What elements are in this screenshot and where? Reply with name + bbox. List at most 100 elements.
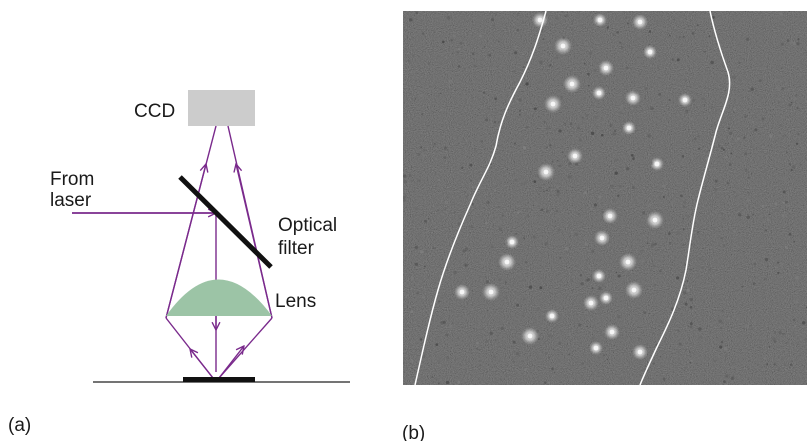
speckle bbox=[804, 337, 807, 341]
speckle bbox=[539, 60, 543, 65]
speckle bbox=[731, 13, 734, 16]
speckle bbox=[584, 259, 588, 263]
speckle bbox=[783, 362, 787, 366]
speckle bbox=[547, 381, 550, 384]
speckle bbox=[701, 97, 705, 101]
speckle bbox=[432, 85, 435, 88]
speckle bbox=[537, 115, 540, 118]
speckle bbox=[513, 160, 516, 163]
speckle bbox=[591, 249, 595, 254]
speckle bbox=[440, 321, 444, 325]
speckle bbox=[633, 73, 637, 77]
speckle bbox=[485, 339, 489, 343]
speckle bbox=[516, 14, 518, 16]
speckle bbox=[697, 18, 701, 23]
speckle bbox=[797, 133, 800, 136]
fluorescent-spot-core bbox=[593, 345, 599, 351]
speckle bbox=[561, 11, 564, 14]
speckle bbox=[531, 301, 534, 304]
speckle bbox=[729, 131, 733, 135]
speckle bbox=[798, 67, 802, 70]
fluorescent-spot-core bbox=[597, 17, 603, 23]
speckle bbox=[772, 89, 776, 93]
speckle bbox=[598, 195, 602, 199]
speckle bbox=[520, 268, 523, 271]
speckle bbox=[486, 201, 490, 204]
speckle bbox=[414, 245, 418, 250]
speckle bbox=[462, 137, 464, 139]
speckle bbox=[773, 340, 777, 343]
speckle bbox=[556, 192, 560, 197]
speckle bbox=[424, 219, 427, 223]
speckle bbox=[501, 214, 504, 217]
speckle bbox=[436, 209, 440, 212]
speckle bbox=[523, 298, 526, 301]
speckle bbox=[598, 122, 600, 125]
speckle bbox=[649, 146, 652, 149]
speckle bbox=[521, 182, 524, 186]
speckle bbox=[689, 306, 693, 309]
speckle bbox=[673, 18, 675, 21]
emission-ray-right bbox=[218, 317, 273, 379]
speckle bbox=[722, 85, 726, 88]
speckle bbox=[504, 35, 508, 39]
speckle bbox=[725, 374, 729, 378]
speckle bbox=[777, 367, 781, 371]
speckle bbox=[646, 343, 649, 346]
speckle bbox=[625, 166, 630, 171]
speckle bbox=[785, 151, 789, 154]
speckle bbox=[733, 111, 735, 113]
speckle bbox=[759, 346, 761, 349]
speckle bbox=[779, 26, 783, 31]
speckle bbox=[689, 322, 693, 326]
speckle bbox=[532, 165, 535, 168]
speckle bbox=[458, 48, 460, 51]
speckle bbox=[668, 99, 671, 102]
fluorescent-spot-core bbox=[543, 169, 549, 175]
speckle bbox=[554, 225, 557, 227]
speckle bbox=[580, 282, 584, 286]
speckle bbox=[514, 45, 518, 49]
speckle bbox=[639, 73, 641, 75]
speckle bbox=[527, 248, 529, 250]
speckle bbox=[778, 330, 782, 335]
speckle bbox=[734, 108, 737, 111]
speckle bbox=[583, 191, 588, 195]
speckle bbox=[625, 85, 629, 89]
speckle bbox=[665, 331, 669, 335]
speckle bbox=[682, 218, 685, 220]
speckle bbox=[755, 179, 758, 182]
speckle bbox=[586, 362, 590, 366]
speckle bbox=[777, 249, 780, 251]
speckle bbox=[561, 151, 564, 154]
speckle bbox=[481, 101, 484, 104]
speckle bbox=[790, 236, 793, 239]
speckle bbox=[422, 205, 425, 208]
speckle bbox=[659, 303, 663, 306]
speckle bbox=[719, 345, 723, 349]
speckle bbox=[714, 188, 718, 192]
speckle bbox=[713, 167, 717, 171]
speckle bbox=[517, 88, 521, 91]
speckle bbox=[581, 362, 585, 365]
speckle bbox=[627, 114, 630, 116]
speckle bbox=[589, 206, 593, 210]
speckle bbox=[497, 40, 500, 43]
speckle bbox=[768, 345, 771, 348]
speckle bbox=[457, 337, 459, 339]
speckle bbox=[534, 161, 536, 163]
speckle bbox=[638, 32, 642, 36]
speckle bbox=[704, 201, 706, 204]
speckle bbox=[793, 307, 796, 310]
fluorescent-spot-core bbox=[588, 300, 594, 306]
speckle bbox=[438, 363, 442, 367]
fluorescent-spots bbox=[454, 12, 692, 360]
speckle bbox=[545, 65, 549, 68]
speckle bbox=[769, 134, 773, 138]
speckle bbox=[792, 332, 796, 337]
speckle bbox=[456, 117, 461, 122]
speckle bbox=[581, 117, 584, 119]
speckle bbox=[617, 315, 621, 319]
speckle bbox=[574, 232, 579, 237]
